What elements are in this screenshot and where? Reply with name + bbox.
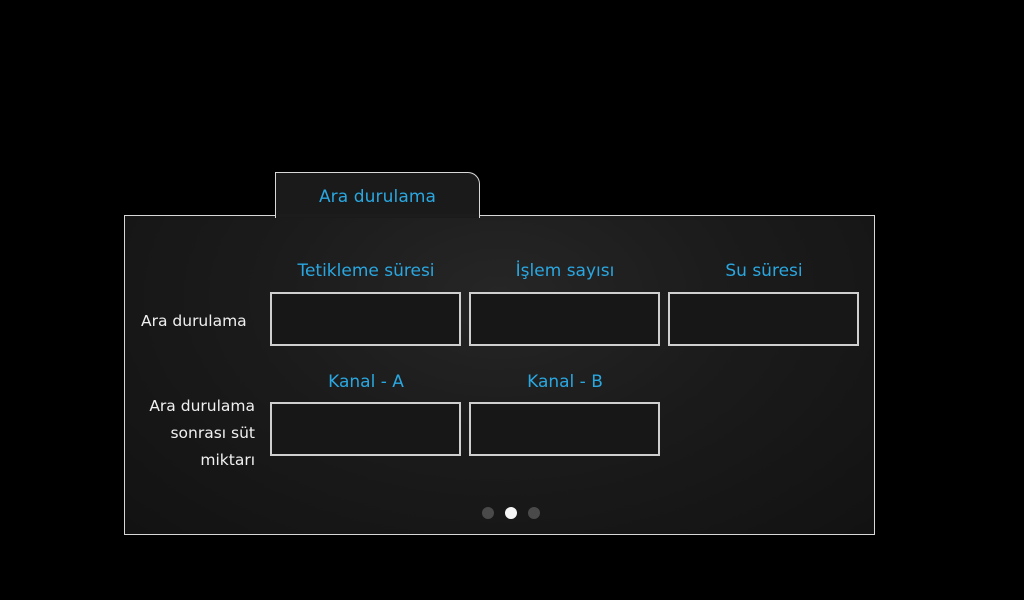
row-label-sut-miktari: Ara durulama sonrası süt miktarı (120, 393, 255, 474)
kanal-a-field[interactable] (270, 402, 461, 456)
column-header-su-suresi: Su süresi (725, 261, 803, 281)
page-dot-1[interactable] (482, 507, 494, 519)
row-label-line: sonrası süt (170, 424, 255, 442)
settings-panel (124, 215, 875, 535)
tab-title: Ara durulama (318, 187, 437, 207)
su-suresi-field[interactable] (668, 292, 859, 346)
tab-connector (276, 214, 479, 217)
tetikleme-suresi-field[interactable] (270, 292, 461, 346)
tab-ara-durulama[interactable]: Ara durulama (275, 172, 480, 218)
row-label-line: Ara durulama (149, 397, 255, 415)
kanal-b-field[interactable] (469, 402, 660, 456)
page-indicator (482, 507, 540, 519)
row-label-ara-durulama: Ara durulama (141, 312, 247, 330)
page-dot-2-active[interactable] (505, 507, 517, 519)
column-header-tetikleme-suresi: Tetikleme süresi (297, 261, 435, 281)
column-header-islem-sayisi: İşlem sayısı (515, 261, 615, 281)
column-header-kanal-b: Kanal - B (527, 372, 603, 392)
column-header-kanal-a: Kanal - A (328, 372, 404, 392)
page-dot-3[interactable] (528, 507, 540, 519)
row-label-line: miktarı (200, 451, 255, 469)
islem-sayisi-field[interactable] (469, 292, 660, 346)
